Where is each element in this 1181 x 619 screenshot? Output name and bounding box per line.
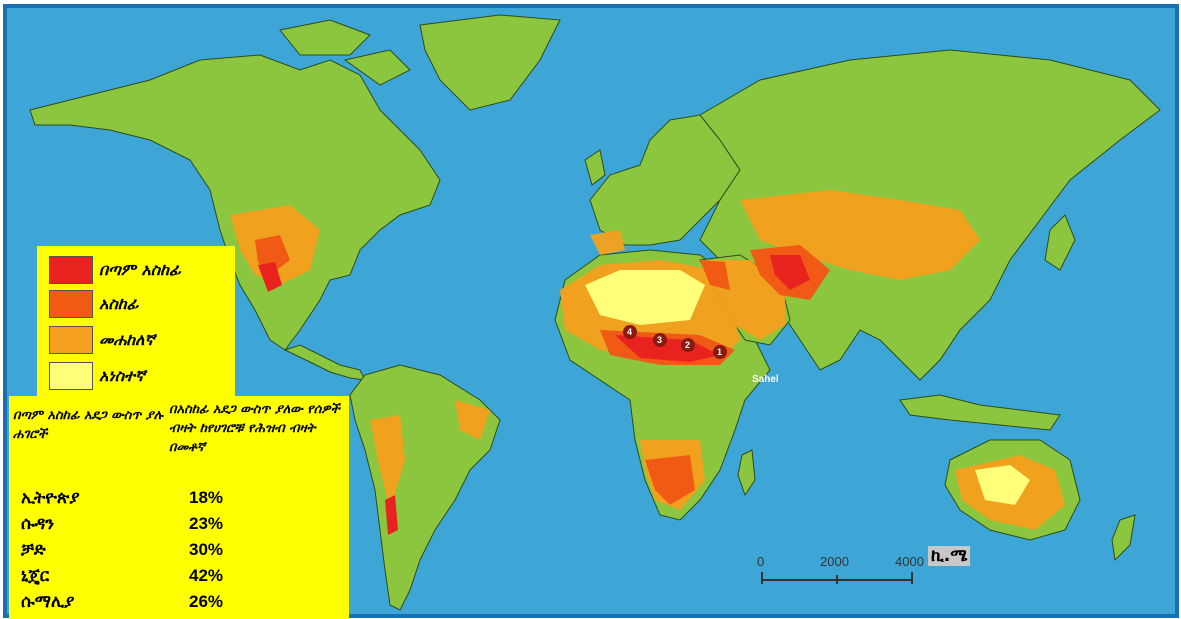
drought-very-severe <box>258 255 810 535</box>
land-central-america <box>283 344 366 381</box>
table-cell-country: ኒጄር <box>21 566 50 586</box>
table-row: ቻድ 30% <box>9 540 349 566</box>
land-uk <box>584 149 606 186</box>
land-japan <box>1044 214 1076 271</box>
table-header-percent: በአስከፊ አደጋ ውስጥ ያለው የሰዎች ብዛት ከየሀገሮቹ የሕዝብ ብ… <box>169 402 340 455</box>
table-cell-country: ሱዳን <box>21 514 55 534</box>
table-cell-percent: 18% <box>189 488 224 507</box>
scale-unit: ኪ.ሜ <box>928 546 971 566</box>
land-new-zealand <box>1111 514 1136 562</box>
land-indonesia <box>899 394 1061 431</box>
sahel-label: Sahel <box>752 374 779 385</box>
land-greenland <box>419 14 561 111</box>
scale-tick-0: 0 <box>757 554 764 569</box>
scale-bar: 0 2000 4000 <box>757 554 924 584</box>
table-cell-country: ሱማሊያ <box>21 592 75 612</box>
sahel-number-3: 3 <box>657 335 662 345</box>
land-madagascar <box>737 449 756 497</box>
sahel-number-4: 4 <box>627 327 632 337</box>
legend-swatch-very-severe <box>49 256 93 284</box>
table-row: ኒጄር 42% <box>9 566 349 592</box>
sahel-number-1: 1 <box>717 347 722 357</box>
scale-tick-2000: 2000 <box>820 554 849 569</box>
legend-swatch-moderate <box>49 326 93 354</box>
drought-low <box>585 270 1030 505</box>
legend-swatch-severe <box>49 290 93 318</box>
legend-label-moderate: መሐከለኛ <box>99 330 155 349</box>
drought-table: በጣም አስከፊ አደጋ ውስጥ ያሉ ሐገሮች በአስከፊ አደጋ ውስጥ ያ… <box>9 396 349 619</box>
legend-swatch-low <box>49 362 93 390</box>
land-arctic-islands <box>279 19 411 86</box>
legend: በጣም አስከፊ አስከፊ መሐከለኛ አነስተኛ <box>37 246 235 396</box>
legend-label-very-severe: በጣም አስከፊ <box>99 260 181 279</box>
table-cell-percent: 23% <box>189 514 224 533</box>
table-row: ኢትዮጵያ 18% <box>9 488 349 514</box>
scale-tick-4000: 4000 <box>895 554 924 569</box>
table-cell-percent: 26% <box>189 592 224 611</box>
table-cell-percent: 30% <box>189 540 224 559</box>
table-cell-percent: 42% <box>189 566 224 585</box>
legend-label-severe: አስከፊ <box>99 294 139 313</box>
table-header-countries: በጣም አስከፊ አደጋ ውስጥ ያሉ ሐገሮች <box>13 408 163 442</box>
legend-label-low: አነስተኛ <box>99 366 146 385</box>
table-row: ሱማሊያ 26% <box>9 592 349 618</box>
sahel-region-numbers: 4 3 2 1 <box>623 325 727 359</box>
table-row: ሱዳን 23% <box>9 514 349 540</box>
table-cell-country: ቻድ <box>21 540 46 560</box>
sahel-number-2: 2 <box>685 340 690 350</box>
land-north-america <box>29 54 441 351</box>
table-cell-country: ኢትዮጵያ <box>21 488 80 508</box>
